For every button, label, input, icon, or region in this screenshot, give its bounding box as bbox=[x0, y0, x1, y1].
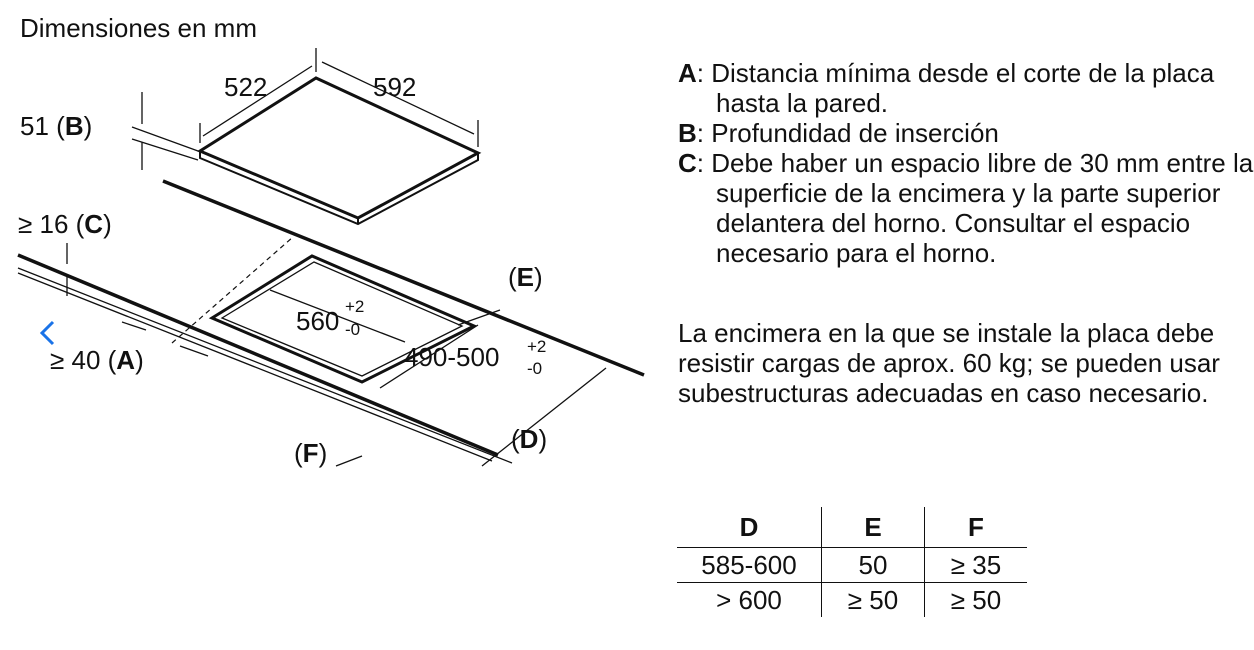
table-header-d: D bbox=[677, 507, 822, 548]
cut-560-sup: +2 bbox=[345, 297, 364, 316]
table-cell: ≥ 50 bbox=[950, 585, 1002, 615]
countertop-cutout bbox=[208, 254, 478, 384]
legend-item-a: A: Distancia mínima desde el corte de la… bbox=[678, 58, 1215, 118]
dimension-40 bbox=[121, 321, 209, 357]
dim-51-label: 51 (B) bbox=[20, 111, 92, 141]
table-row: > 600 ≥ 50 ≥ 50 bbox=[677, 582, 1027, 617]
cut-490-sup: +2 bbox=[527, 337, 546, 356]
table-cell: ≥ 35 bbox=[924, 547, 1027, 583]
dimension-522 bbox=[199, 48, 317, 143]
load-note: La encimera en la que se instale la plac… bbox=[678, 318, 1220, 408]
legend-item-c: C: Debe haber un espacio libre de 30 mm … bbox=[678, 148, 1254, 268]
dimension-f bbox=[335, 455, 363, 467]
dimension-592 bbox=[321, 61, 479, 147]
cut-490-sub: -0 bbox=[527, 359, 542, 378]
cut-490-label: 490-500 bbox=[404, 342, 499, 372]
table-header-row: D E F bbox=[677, 507, 1027, 548]
table-cell: ≥ 50 bbox=[821, 582, 925, 617]
dim-f-label: (F) bbox=[294, 438, 327, 468]
dimension-490-500 bbox=[379, 324, 479, 389]
countertop bbox=[17, 179, 645, 464]
dimension-table: D E F 585-600 50 ≥ 35 > 600 ≥ 50 ≥ 50 bbox=[677, 507, 1027, 617]
table-cell: > 600 bbox=[716, 585, 782, 615]
chevron-left-icon[interactable] bbox=[37, 318, 57, 348]
legend-list: A: Distancia mínima desde el corte de la… bbox=[678, 58, 1254, 268]
dim-e-label: (E) bbox=[508, 262, 543, 292]
dim-d-label: (D) bbox=[511, 424, 547, 454]
legend-item-b: B: Profundidad de inserción bbox=[678, 118, 999, 148]
cut-560-sub: -0 bbox=[345, 320, 360, 339]
table-header-e: E bbox=[821, 507, 925, 548]
dimension-d bbox=[481, 367, 607, 467]
hob-plate bbox=[196, 76, 482, 226]
dim-522-label: 522 bbox=[224, 72, 267, 102]
table-row: 585-600 50 ≥ 35 bbox=[677, 547, 1027, 583]
table-header-f: F bbox=[924, 507, 1027, 548]
diagram-title: Dimensiones en mm bbox=[20, 13, 257, 43]
dimension-560 bbox=[269, 289, 406, 343]
table-cell: 585-600 bbox=[677, 547, 822, 583]
dim-16-label: ≥ 16 (C) bbox=[18, 209, 112, 239]
dimension-51 bbox=[131, 92, 199, 170]
table-cell: 50 bbox=[821, 547, 925, 583]
installation-diagram: Dimensiones en mm 522 592 51 (B) bbox=[17, 13, 645, 468]
dim-40-label: ≥ 40 (A) bbox=[50, 345, 144, 375]
cut-560-label: 560 bbox=[296, 306, 339, 336]
dimension-e bbox=[457, 309, 501, 326]
dim-592-label: 592 bbox=[373, 72, 416, 102]
